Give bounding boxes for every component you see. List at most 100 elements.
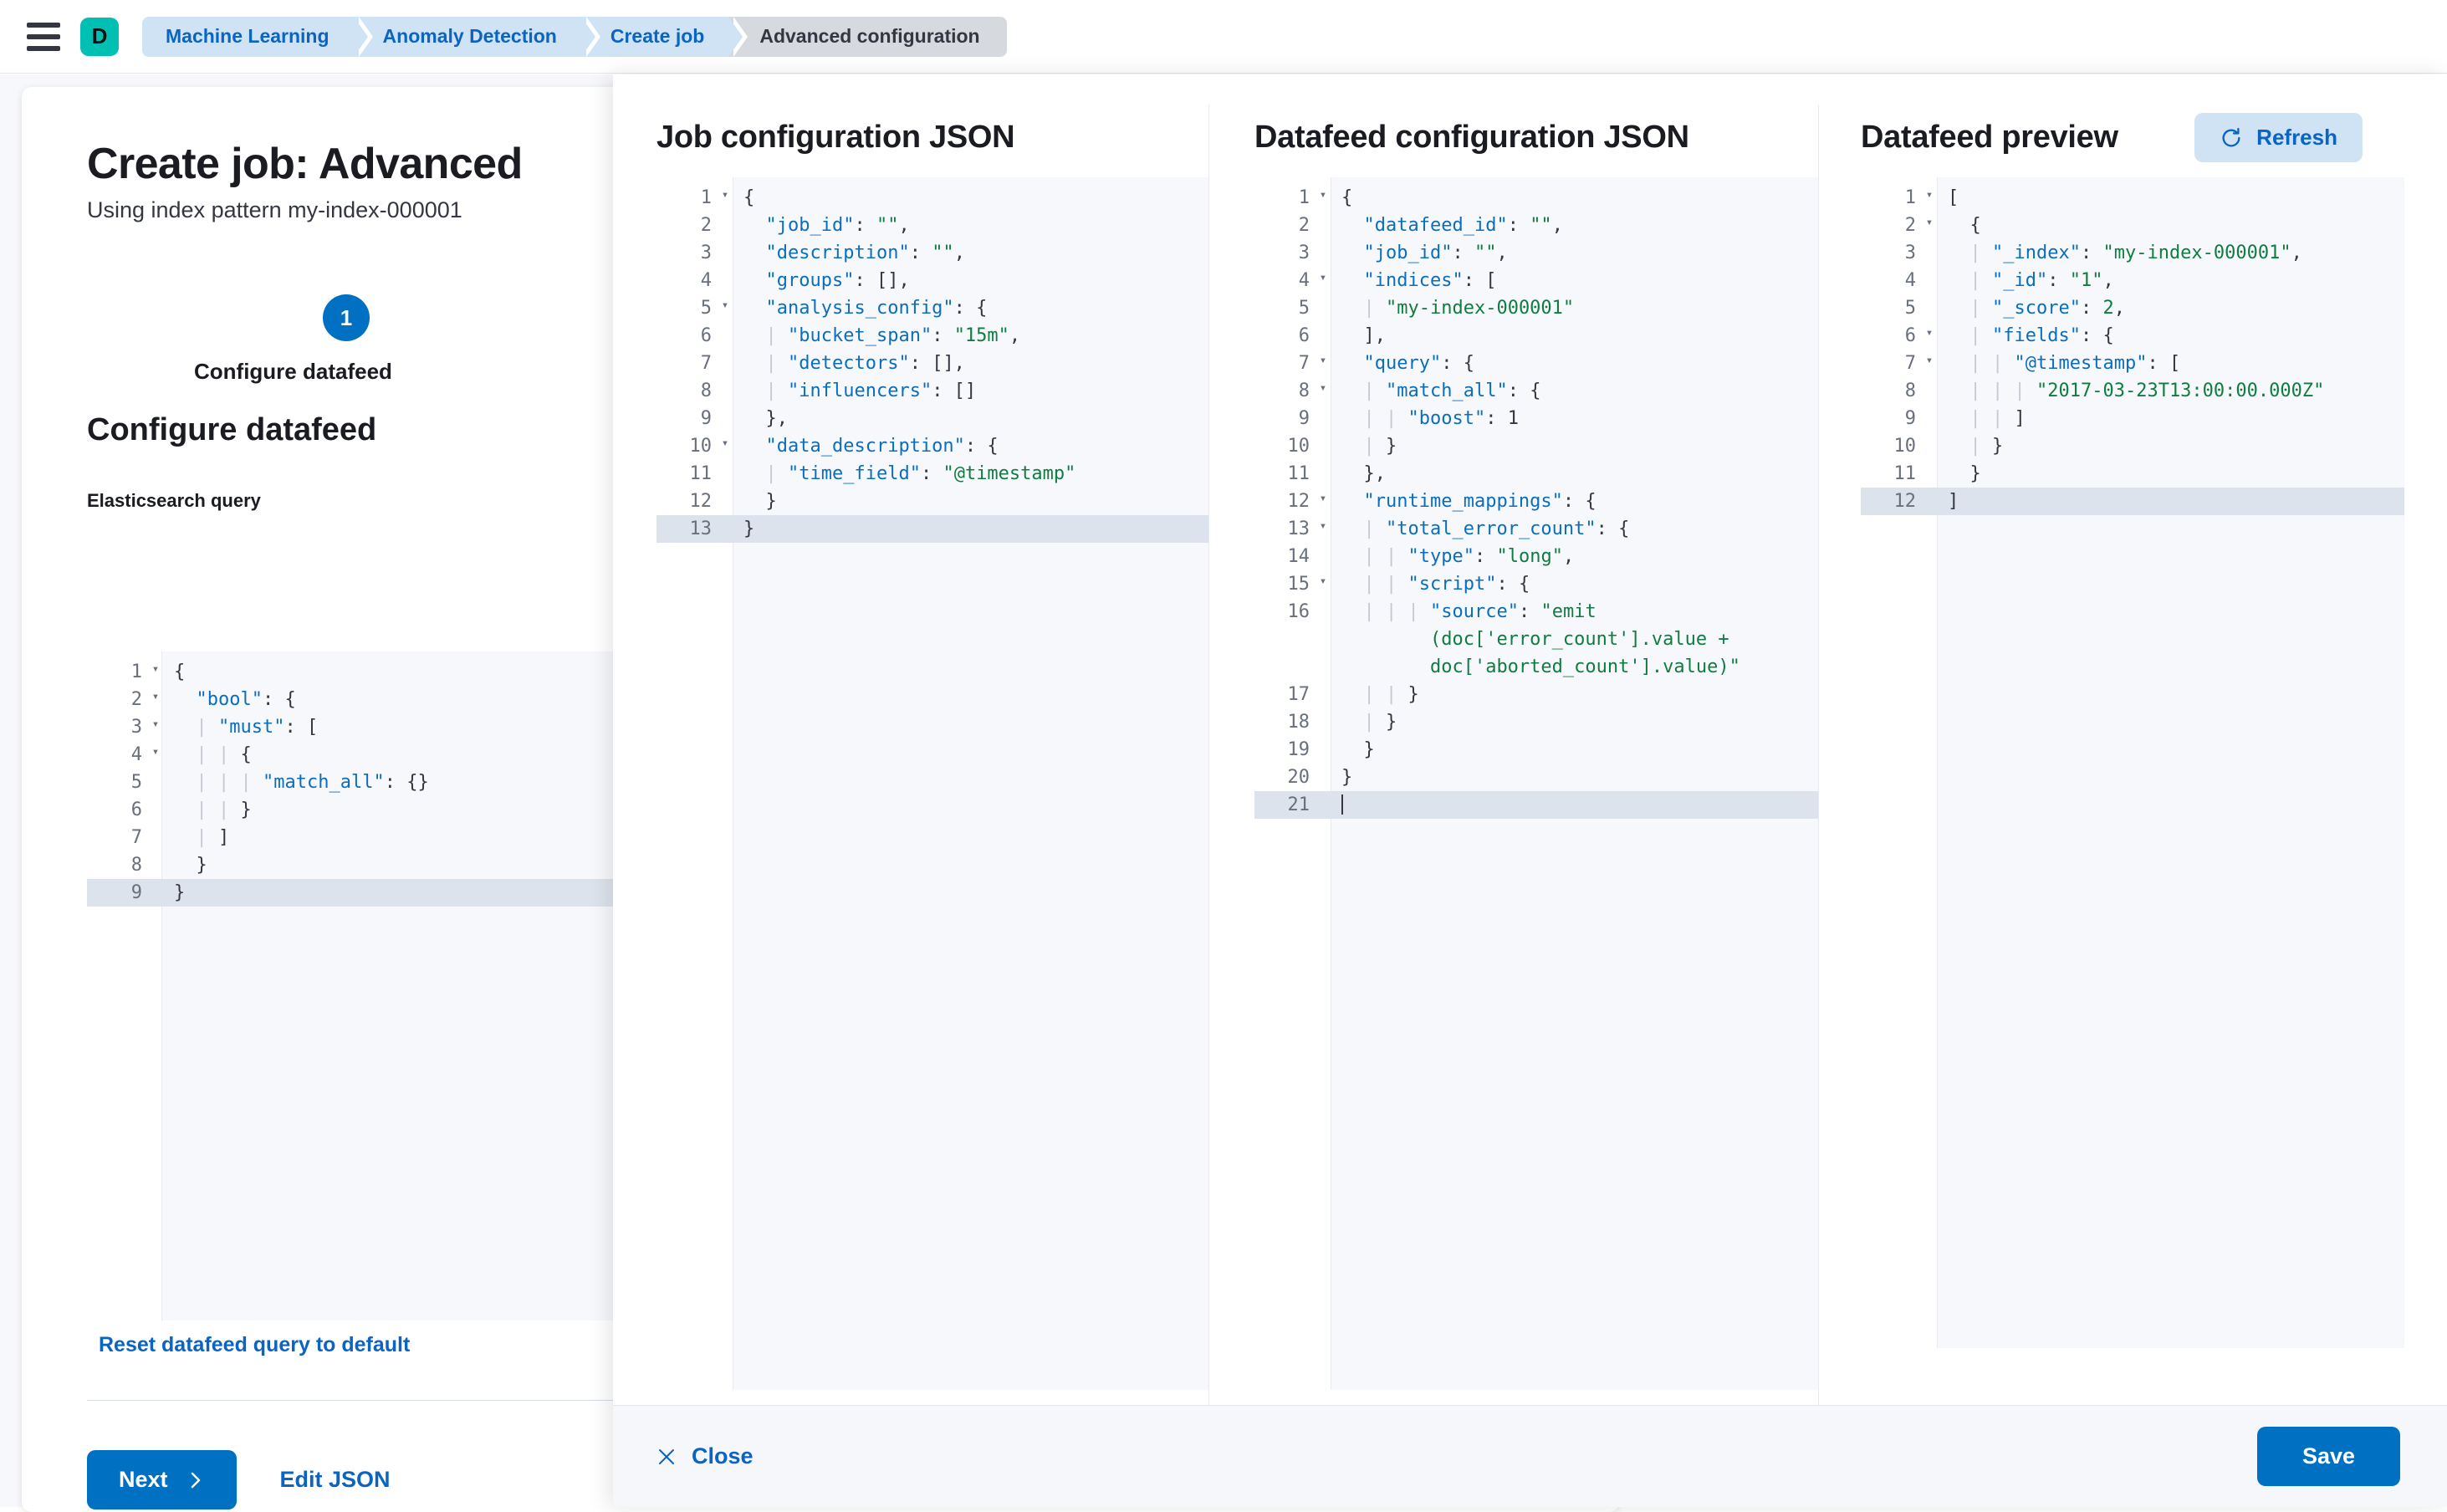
fold-spacer (1921, 488, 1938, 515)
fold-caret-icon[interactable]: ▾ (1925, 354, 1934, 367)
column-separator (1208, 105, 1209, 1405)
fold-caret-icon[interactable]: ▾ (151, 690, 160, 703)
editor-line-code: | | "@timestamp": [ (1969, 353, 2181, 374)
fold-caret-icon[interactable]: ▾ (1319, 354, 1327, 367)
fold-spacer (1315, 543, 1331, 570)
editor-content-background (162, 651, 697, 1320)
editor-line-number: 9 (1904, 408, 1916, 429)
fold-caret-icon[interactable]: ▾ (1925, 216, 1934, 229)
fold-spacer (1315, 432, 1331, 460)
editor-line-number: 14 (1287, 546, 1310, 567)
editor-line: 11 | "time_field": "@timestamp" (656, 460, 1208, 488)
editor-line-number: 1 (130, 662, 142, 682)
editor-line-code: "analysis_config": { (765, 298, 988, 319)
editor-line-code: | "must": [ (196, 717, 319, 738)
editor-line-number: 1 (1904, 187, 1916, 208)
fold-spacer (717, 212, 733, 239)
breadcrumb-item-create-job[interactable]: Create job (581, 16, 748, 57)
datafeed-configuration-title: Datafeed configuration JSON (1254, 120, 1689, 155)
edit-json-button[interactable]: Edit JSON (279, 1467, 391, 1492)
editor-line-code: } (765, 491, 777, 512)
fold-caret-icon[interactable]: ▾ (151, 718, 160, 731)
editor-line: 2 ▾ "bool": { (87, 686, 1492, 713)
fold-spacer (1315, 681, 1331, 708)
editor-line-number: 3 (1298, 243, 1310, 263)
breadcrumb-item-machine-learning[interactable]: Machine Learning (142, 16, 373, 57)
editor-line-number: 5 (700, 298, 712, 319)
editor-line-number: 20 (1287, 767, 1310, 788)
editor-line-code: | "fields": { (1969, 325, 2114, 346)
datafeed-preview-editor[interactable]: 1▾[2▾ {3 | "_index": "my-index-000001",4… (1861, 177, 2404, 1348)
fold-caret-icon[interactable]: ▾ (721, 299, 729, 312)
editor-line-number: 19 (1287, 739, 1310, 760)
fold-caret-icon[interactable]: ▾ (721, 188, 729, 202)
fold-caret-icon[interactable]: ▾ (151, 745, 160, 759)
fold-spacer (1315, 708, 1331, 736)
editor-line-code: | | } (196, 799, 252, 820)
breadcrumb-item-anomaly-detection[interactable]: Anomaly Detection (354, 16, 601, 57)
fold-caret-icon[interactable]: ▾ (1319, 188, 1327, 202)
next-button[interactable]: Next (87, 1450, 237, 1509)
editor-line-number: 10 (1287, 436, 1310, 457)
editor-line-code: | } (1363, 712, 1397, 733)
fold-caret-icon[interactable]: ▾ (151, 662, 160, 676)
close-button-label: Close (692, 1443, 754, 1469)
refresh-button[interactable]: Refresh (2194, 113, 2363, 162)
editor-line: 3 ▾ | "must": [ (87, 713, 1492, 741)
flyout-body: Job configuration JSON 1▾{2 "job_id": ""… (613, 74, 2447, 1405)
editor-line-number: 15 (1287, 574, 1310, 595)
fold-spacer (1921, 239, 1938, 267)
editor-line-number: 3 (130, 717, 142, 738)
editor-line: 7 | ] (87, 824, 1492, 851)
editor-line-number: 18 (1287, 712, 1310, 733)
editor-line-number: 2 (130, 689, 142, 710)
editor-line-code: | } (1363, 436, 1397, 457)
editor-line-code: { (743, 187, 755, 208)
fold-caret-icon[interactable]: ▾ (1319, 271, 1327, 284)
stepper-step-1[interactable]: 1 (323, 294, 370, 341)
editor-line-number: 9 (700, 408, 712, 429)
fold-caret-icon[interactable]: ▾ (1319, 519, 1327, 533)
fold-caret-icon[interactable]: ▾ (1925, 188, 1934, 202)
fold-spacer (1315, 598, 1331, 681)
editor-line-number: 8 (130, 855, 142, 876)
fold-caret-icon[interactable]: ▾ (1319, 575, 1327, 588)
editor-line-code: | | | "match_all": {} (196, 772, 429, 793)
fold-caret-icon[interactable]: ▾ (1319, 492, 1327, 505)
editor-line-code: }, (1363, 463, 1387, 484)
fold-caret-icon[interactable]: ▾ (1319, 381, 1327, 395)
editor-line-number: 11 (689, 463, 713, 484)
editor-line-number: 16 (1287, 601, 1310, 622)
editor-line-code: "groups": [], (765, 270, 910, 291)
datafeed-configuration-json-editor[interactable]: 1▾{2 "datafeed_id": "",3 "job_id": "",4▾… (1254, 177, 1818, 1390)
job-configuration-json-editor[interactable]: 1▾{2 "job_id": "",3 "description": "",4 … (656, 177, 1208, 1390)
editor-line: 10 | } (1254, 432, 1818, 460)
editor-line-code: | "_score": 2, (1969, 298, 2125, 319)
editor-line-code: "bool": { (196, 689, 296, 710)
fold-caret-icon[interactable]: ▾ (721, 437, 729, 450)
editor-line: 1▾{ (1254, 184, 1818, 212)
job-configuration-title: Job configuration JSON (656, 120, 1015, 155)
fold-spacer (147, 796, 164, 824)
editor-line: 13} (656, 515, 1208, 543)
editor-line-code: }, (765, 408, 789, 429)
editor-line-code: | | | "source": "emit (doc['error_count'… (1363, 601, 1740, 677)
editor-line-number: 3 (700, 243, 712, 263)
editor-line-number: 13 (689, 518, 713, 539)
hamburger-menu-icon[interactable] (27, 22, 60, 51)
editor-line: 9 | | "boost": 1 (1254, 405, 1818, 432)
close-button[interactable]: Close (656, 1443, 754, 1469)
editor-line-number: 17 (1287, 684, 1310, 705)
fold-spacer (1315, 239, 1331, 267)
stepper-step-1-label: Configure datafeed (194, 359, 392, 384)
editor-lines: 1▾{2 "datafeed_id": "",3 "job_id": "",4▾… (1254, 177, 1818, 819)
editor-line-code: { (1969, 215, 1981, 236)
editor-line: 10 | } (1861, 432, 2404, 460)
reset-datafeed-query-link[interactable]: Reset datafeed query to default (99, 1333, 411, 1356)
editor-line: 4▾ "indices": [ (1254, 267, 1818, 294)
fold-spacer (717, 460, 733, 488)
save-button[interactable]: Save (2256, 1427, 2400, 1486)
space-avatar[interactable]: D (80, 17, 119, 56)
fold-spacer (147, 879, 164, 907)
fold-caret-icon[interactable]: ▾ (1925, 326, 1934, 340)
